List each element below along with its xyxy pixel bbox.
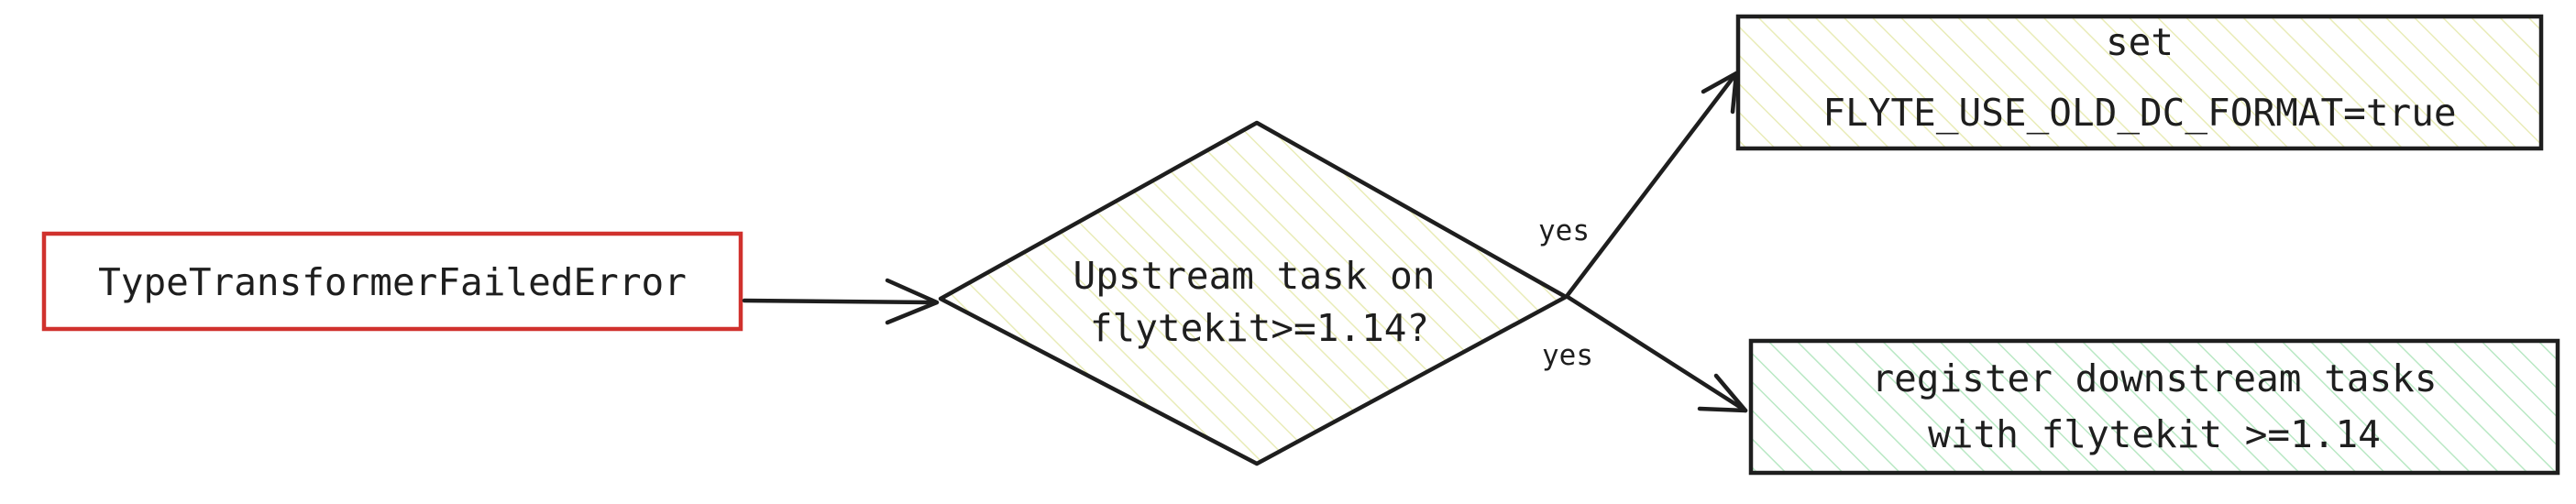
decision-diamond [938, 120, 1569, 466]
error-node-label: TypeTransformerFailedError [98, 260, 687, 304]
decision-label-line2: flytekit>=1.14? [1090, 306, 1429, 350]
arrow-decision-to-set-env: yes [1538, 71, 1739, 298]
arrow-error-to-decision [742, 278, 940, 325]
register-node: register downstream tasks with flytekit … [1748, 338, 2560, 476]
register-label-line1: register downstream tasks [1871, 356, 2437, 400]
error-node-box [41, 231, 743, 332]
arrow-decision-to-register: yes [1542, 294, 1748, 413]
edge-label-yes-lower: yes [1542, 339, 1593, 372]
set-env-label-line1: set [2106, 20, 2174, 64]
error-node: TypeTransformerFailedError [41, 231, 743, 332]
set-env-label-line2: FLYTE_USE_OLD_DC_FORMAT=true [1822, 91, 2456, 135]
decision-label-line1: Upstream task on [1073, 254, 1436, 298]
register-box [1748, 338, 2560, 476]
set-env-node: set FLYTE_USE_OLD_DC_FORMAT=true [1735, 14, 2544, 151]
set-env-box [1735, 14, 2544, 151]
register-label-line2: with flytekit >=1.14 [1928, 412, 2381, 456]
edge-label-yes-upper: yes [1538, 214, 1590, 247]
decision-node: Upstream task on flytekit>=1.14? [938, 120, 1569, 466]
